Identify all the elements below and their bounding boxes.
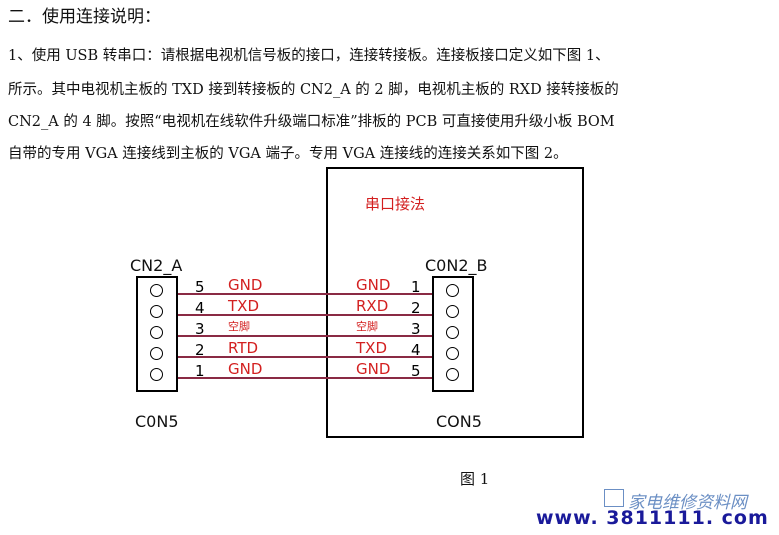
left-signal-label: RTD — [228, 339, 259, 357]
right-signal-label: TXD — [356, 339, 387, 357]
left-connector-top-label: CN2_A — [130, 256, 183, 275]
left-pin-hole — [150, 368, 163, 381]
right-pin-number: 2 — [411, 299, 421, 317]
wire-row-1 — [178, 293, 432, 295]
section-heading: 二．使用连接说明： — [8, 7, 161, 27]
left-pin-number: 2 — [195, 341, 205, 359]
paragraph-line-2: 所示。其中电视机主板的 TXD 接到转接板的 CN2_A 的 2 脚，电视机主板… — [8, 82, 619, 98]
box-title: 串口接法 — [365, 195, 426, 213]
right-pin-hole — [446, 305, 459, 318]
right-pin-hole — [446, 347, 459, 360]
left-pin-number: 5 — [195, 278, 205, 296]
right-signal-label: GND — [356, 360, 391, 378]
left-pin-hole — [150, 326, 163, 339]
wire-row-3 — [178, 335, 432, 337]
wire-row-5 — [178, 377, 432, 379]
right-pin-hole — [446, 326, 459, 339]
left-pin-hole — [150, 347, 163, 360]
left-signal-label: GND — [228, 360, 263, 378]
right-pin-hole — [446, 284, 459, 297]
paragraph-line-1: 1、使用 USB 转串口：请根据电视机信号板的接口，连接转接板。连接板接口定义如… — [8, 48, 610, 64]
watermark-cn-text: 家电维修资料网 — [628, 493, 747, 513]
left-signal-label: TXD — [228, 297, 259, 315]
adapter-board-frame — [326, 167, 584, 438]
left-pin-number: 4 — [195, 299, 205, 317]
right-signal-label: GND — [356, 276, 391, 294]
right-signal-label: RXD — [356, 297, 389, 315]
right-pin-hole — [446, 368, 459, 381]
left-pin-number: 3 — [195, 320, 205, 338]
left-pin-number: 1 — [195, 362, 205, 380]
right-pin-number: 5 — [411, 362, 421, 380]
left-signal-label: 空脚 — [228, 320, 250, 333]
right-pin-number: 3 — [411, 320, 421, 338]
paragraph-line-3: CN2_A 的 4 脚。按照“电视机在线软件升级端口标准”排板的 PCB 可直接… — [8, 114, 615, 130]
left-pin-hole — [150, 284, 163, 297]
left-pin-hole — [150, 305, 163, 318]
right-connector-top-label: C0N2_B — [425, 256, 488, 275]
wire-row-4 — [178, 356, 432, 358]
paragraph-line-4: 自带的专用 VGA 连接线到主板的 VGA 端子。专用 VGA 连接线的连接关系… — [8, 146, 568, 162]
figure-caption: 图 1 — [460, 470, 490, 488]
left-connector-bottom-label: C0N5 — [135, 412, 179, 431]
right-signal-label: 空脚 — [356, 320, 378, 333]
watermark-logo-icon — [604, 489, 624, 507]
left-signal-label: GND — [228, 276, 263, 294]
right-pin-number: 1 — [411, 278, 421, 296]
wire-row-2 — [178, 314, 432, 316]
watermark-site: www. 3811111. com — [536, 507, 769, 529]
right-connector-bottom-label: CON5 — [436, 412, 482, 431]
right-pin-number: 4 — [411, 341, 421, 359]
